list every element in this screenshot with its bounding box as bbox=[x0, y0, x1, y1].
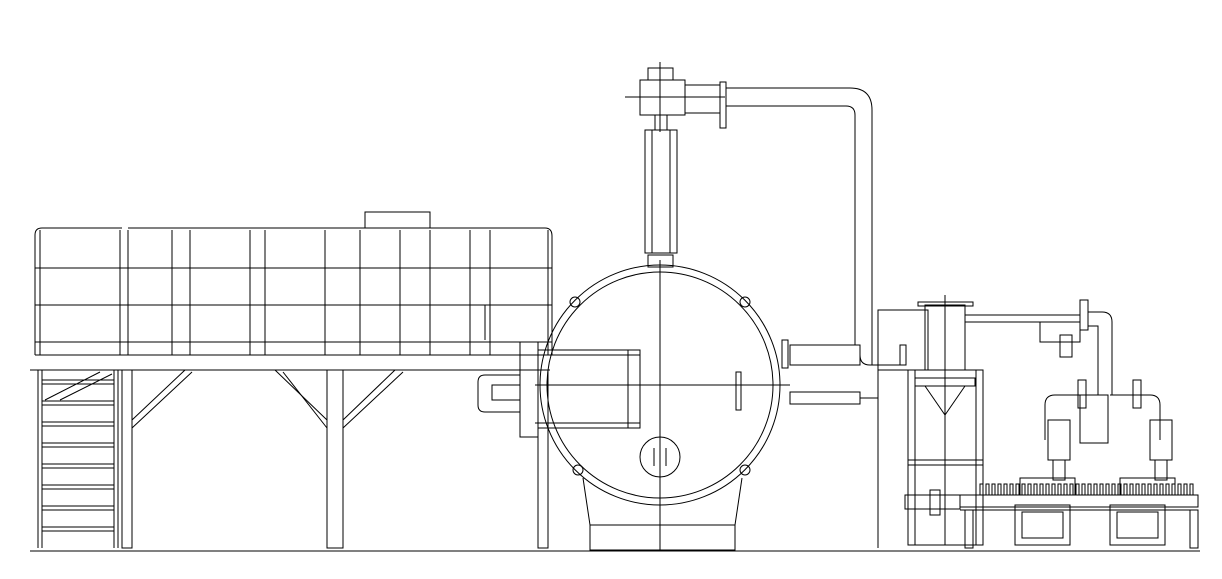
platform-top-box bbox=[364, 211, 431, 229]
cylindrical-vessel bbox=[475, 260, 790, 551]
cooling-fin bbox=[1135, 483, 1140, 496]
platform-supports bbox=[120, 369, 550, 549]
stair-step bbox=[41, 421, 115, 427]
cooling-fin bbox=[979, 483, 984, 496]
stair-step bbox=[41, 505, 115, 511]
cooling-fin bbox=[997, 483, 1002, 496]
cooling-fin bbox=[1021, 483, 1026, 496]
pump-skid bbox=[904, 379, 1199, 549]
cooling-fin bbox=[1093, 483, 1098, 496]
cooling-fin bbox=[1075, 483, 1080, 496]
stair-step bbox=[41, 379, 115, 385]
access-stair bbox=[30, 369, 132, 548]
manhole bbox=[639, 436, 681, 478]
cooling-fin bbox=[1081, 483, 1086, 496]
cooling-fin bbox=[1123, 483, 1128, 496]
stair-step bbox=[41, 400, 115, 406]
cooling-fin bbox=[1183, 483, 1188, 496]
stair-step bbox=[41, 442, 115, 448]
cooling-fin bbox=[1057, 483, 1062, 496]
cooling-fin bbox=[1159, 483, 1164, 496]
cooling-fin bbox=[1165, 483, 1170, 496]
cooling-fin bbox=[1033, 483, 1038, 496]
stair-step bbox=[41, 484, 115, 490]
platform-railing bbox=[34, 211, 553, 356]
cooling-fin bbox=[1009, 483, 1014, 496]
cooling-fin bbox=[1087, 483, 1092, 496]
cooling-fin bbox=[1153, 483, 1158, 496]
exhaust-stack bbox=[625, 62, 725, 268]
cooling-fin bbox=[991, 483, 996, 496]
cooling-fin bbox=[1069, 483, 1074, 496]
overhead-pipe bbox=[684, 81, 907, 548]
stair-step bbox=[41, 463, 115, 469]
cooling-fin bbox=[1051, 483, 1056, 496]
cooling-fin bbox=[1045, 483, 1050, 496]
cooling-fin bbox=[1099, 483, 1104, 496]
cooling-fin bbox=[1039, 483, 1044, 496]
cooling-fin bbox=[1129, 483, 1134, 496]
cooling-fin bbox=[1189, 483, 1194, 496]
cooling-fin bbox=[1177, 483, 1182, 496]
cooling-fin bbox=[1147, 483, 1152, 496]
cooling-fin bbox=[985, 483, 990, 496]
stair-step bbox=[41, 526, 115, 532]
cooling-fin bbox=[1105, 483, 1110, 496]
cooling-fin bbox=[1141, 483, 1146, 496]
cooling-fin bbox=[1027, 483, 1032, 496]
cooling-fin bbox=[1015, 483, 1020, 496]
cooling-fin bbox=[1003, 483, 1008, 496]
cooling-fin bbox=[1111, 483, 1116, 496]
separator-tower bbox=[877, 295, 1113, 546]
cooling-fin bbox=[1063, 483, 1068, 496]
vessel-door bbox=[537, 349, 641, 429]
